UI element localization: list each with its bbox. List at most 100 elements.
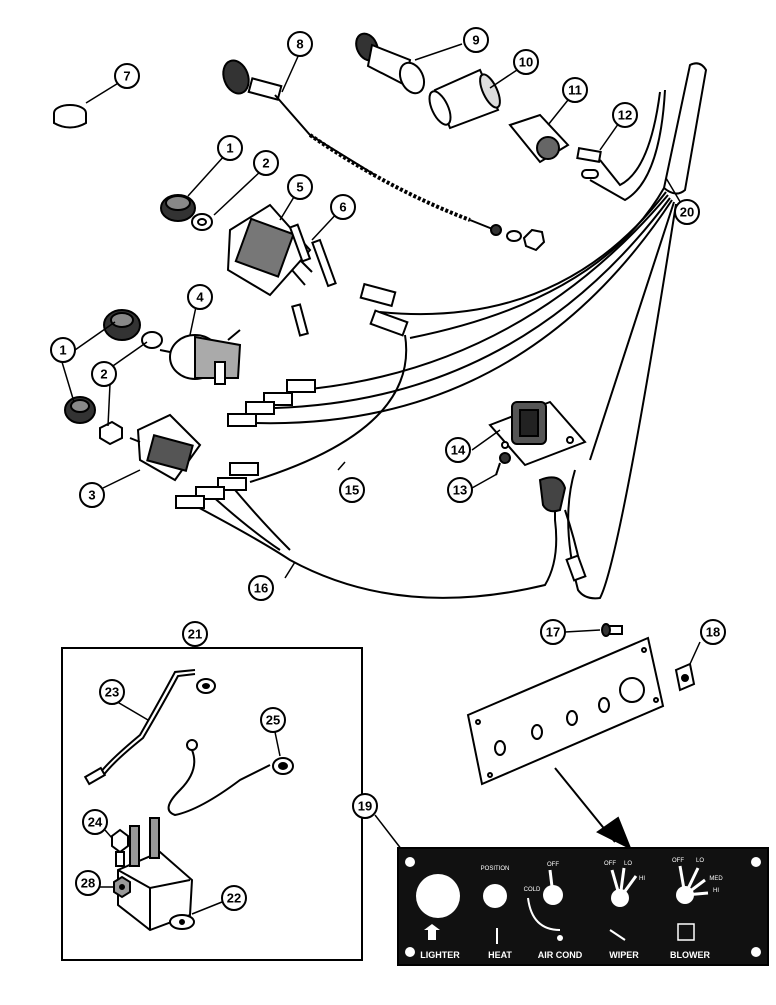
label-hi-blower: HI	[713, 888, 719, 894]
label-heat: HEAT	[488, 950, 512, 960]
callout-20: 20	[674, 199, 700, 225]
label-lo-blower: LO	[696, 858, 704, 864]
svg-text:13: 13	[453, 483, 467, 498]
callout-8: 8	[287, 31, 313, 57]
label-off-blower: OFF	[672, 858, 684, 864]
knob-1-middle	[103, 309, 163, 349]
label-med-blower: MED	[709, 876, 723, 882]
callout-21: 21	[182, 621, 208, 647]
label-hi-wiper: HI	[639, 876, 645, 882]
label-cold: COLD	[524, 887, 541, 893]
multi-pin-connector	[488, 400, 587, 513]
callout-14: 14	[445, 437, 471, 463]
rotary-switch-4	[159, 329, 242, 385]
svg-text:22: 22	[227, 891, 241, 906]
mounting-plate	[466, 636, 665, 786]
svg-text:10: 10	[519, 55, 533, 70]
svg-text:17: 17	[546, 625, 560, 640]
label-position: POSITION	[481, 866, 510, 872]
ground-cable-25	[167, 739, 294, 817]
callout-22: 22	[221, 885, 247, 911]
svg-text:8: 8	[296, 37, 303, 52]
bolt-24	[111, 828, 129, 867]
callout-23: 23	[99, 679, 125, 705]
callout-28: 28	[75, 870, 101, 896]
svg-text:14: 14	[451, 443, 466, 458]
label-off-ac: OFF	[547, 862, 559, 868]
svg-text:16: 16	[254, 581, 268, 596]
svg-text:28: 28	[81, 876, 95, 891]
choke-cable-8	[222, 59, 546, 252]
callout-12: 12	[612, 102, 638, 128]
callout-1b: 1	[50, 337, 76, 363]
label-lighter: LIGHTER	[420, 950, 460, 960]
clip-18	[674, 662, 696, 692]
svg-text:2: 2	[100, 367, 107, 382]
callout-5: 5	[287, 174, 313, 200]
svg-text:12: 12	[618, 108, 632, 123]
callout-18: 18	[700, 619, 726, 645]
callout-16: 16	[248, 575, 274, 601]
ground-cable-23	[83, 669, 216, 786]
svg-text:2: 2	[262, 156, 269, 171]
callout-24: 24	[82, 809, 108, 835]
svg-text:18: 18	[706, 625, 720, 640]
washer-2-top	[191, 213, 213, 231]
svg-text:24: 24	[88, 815, 103, 830]
cap-7	[53, 104, 87, 129]
lighter-socket-10	[428, 68, 501, 130]
callout-11: 11	[562, 77, 588, 103]
knob-1-top	[160, 194, 196, 222]
callout-10: 10	[513, 49, 539, 75]
pins-6	[288, 223, 337, 288]
leader-lines	[61, 43, 701, 915]
svg-text:25: 25	[266, 713, 280, 728]
knob-1-bottom	[64, 396, 123, 446]
svg-text:3: 3	[88, 488, 95, 503]
svg-text:21: 21	[188, 627, 202, 642]
lighter-shell-11	[508, 113, 570, 164]
callout-19: 19	[352, 793, 378, 819]
callout-2b: 2	[91, 361, 117, 387]
callout-6: 6	[330, 194, 356, 220]
callout-3: 3	[79, 482, 105, 508]
label-blower: BLOWER	[670, 950, 710, 960]
switch-5	[226, 203, 313, 337]
toggle-switch-3	[129, 413, 202, 482]
callout-25: 25	[260, 707, 286, 733]
arrow-to-decal	[554, 767, 632, 851]
callout-1a: 1	[217, 135, 243, 161]
svg-text:4: 4	[196, 290, 204, 305]
terminal-connectors	[175, 282, 587, 582]
svg-text:1: 1	[226, 141, 233, 156]
callouts: 1 2 5 6 7 8 9 10 11 12 20 4 1 2 3 14 13 …	[50, 27, 726, 911]
label-wiper: WIPER	[609, 950, 639, 960]
label-lo-wiper: LO	[624, 861, 632, 867]
svg-text:6: 6	[339, 200, 346, 215]
connector-12	[576, 147, 602, 179]
svg-text:7: 7	[123, 69, 130, 84]
svg-text:11: 11	[568, 83, 582, 98]
svg-text:20: 20	[680, 205, 694, 220]
callout-15: 15	[339, 477, 365, 503]
callout-17: 17	[540, 619, 566, 645]
callout-7: 7	[114, 63, 140, 89]
svg-text:15: 15	[345, 483, 359, 498]
svg-text:5: 5	[296, 180, 303, 195]
screw-13	[495, 452, 511, 476]
callout-4: 4	[187, 284, 213, 310]
callout-13: 13	[447, 477, 473, 503]
screw-17	[601, 623, 623, 637]
lighter-knob-9	[355, 32, 426, 95]
circuit-breaker-22	[117, 817, 195, 932]
svg-text:23: 23	[105, 685, 119, 700]
callout-9: 9	[463, 27, 489, 53]
svg-text:19: 19	[358, 799, 372, 814]
svg-text:1: 1	[59, 343, 66, 358]
panel-text: LIGHTER HEAT AIR COND WIPER BLOWER POSIT…	[420, 858, 723, 960]
nut-28	[113, 875, 131, 899]
wire-harness	[189, 62, 708, 600]
control-panel-decal	[397, 847, 769, 966]
